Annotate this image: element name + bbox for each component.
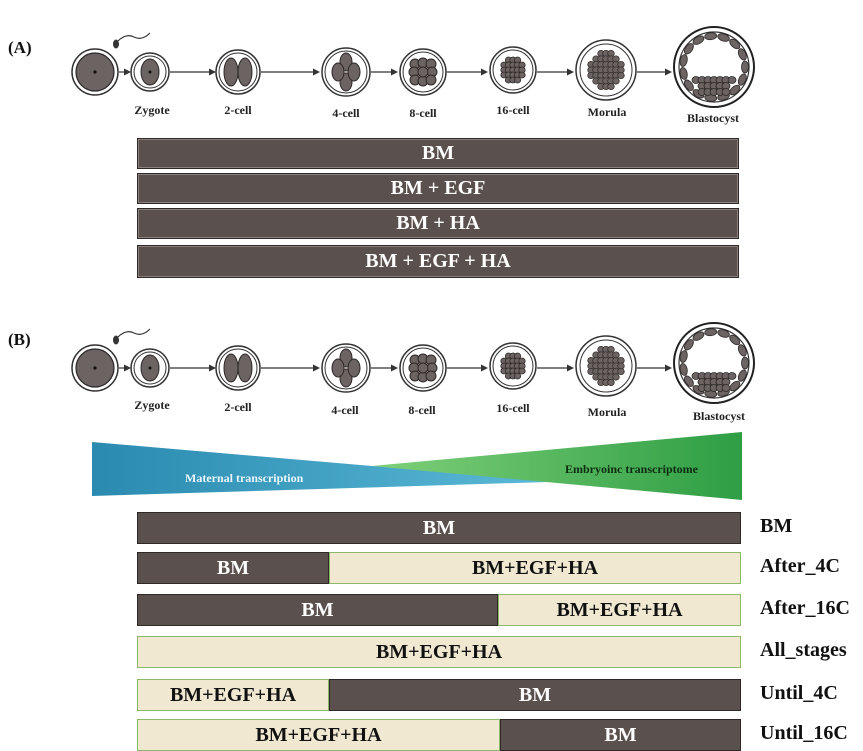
- schedule-segment-after-4c-0: BM: [137, 552, 329, 584]
- schedule-segment-after-4c-1: BM+EGF+HA: [329, 552, 741, 584]
- schedule-segment-all-stages-0: BM+EGF+HA: [137, 636, 741, 668]
- arrow-icon: [371, 68, 398, 76]
- stage-label-blastocyst-b: Blastocyst: [693, 409, 745, 423]
- four-cell-icon: [321, 47, 371, 97]
- schedule-row-label: After_16C: [760, 597, 850, 619]
- schedule-segment-after-16c-1: BM+EGF+HA: [498, 594, 741, 626]
- stage-label-4cell-a: 4-cell: [332, 106, 360, 120]
- sixteen-cell-icon: [489, 46, 537, 94]
- sixteen-cell-icon: [489, 342, 537, 390]
- four-cell-icon: [321, 343, 371, 393]
- embryonic-transcriptome-label: Embryoinc transcriptome: [565, 462, 698, 476]
- schedule-segment-until-16c-1: BM: [500, 719, 741, 751]
- maternal-transcription-label: Maternal transcription: [185, 471, 304, 485]
- arrow-icon: [261, 68, 320, 76]
- arrow-icon: [261, 364, 320, 372]
- panel-a-label: (A): [8, 38, 32, 57]
- arrow-icon: [170, 68, 216, 76]
- arrow-icon: [637, 68, 672, 76]
- arrow-icon: [119, 68, 131, 76]
- medium-bar-bm-egf: BM + EGF: [137, 173, 739, 204]
- stage-label-morula-a: Morula: [587, 105, 627, 119]
- stage-label-4cell-b: 4-cell: [331, 403, 359, 417]
- medium-bar-bm-ha: BM + HA: [137, 208, 739, 239]
- panel-b-embryo-diagram: [71, 322, 755, 404]
- stage-label-16cell-a: 16-cell: [496, 103, 530, 117]
- medium-bar-bm-egf-ha: BM + EGF + HA: [137, 245, 739, 278]
- arrow-icon: [119, 364, 131, 372]
- stage-label-16cell-b: 16-cell: [496, 401, 530, 415]
- stage-label-blastocyst-a: Blastocyst: [687, 111, 739, 125]
- arrow-icon: [537, 68, 574, 76]
- schedule-segment-until-4c-0: BM+EGF+HA: [137, 679, 329, 711]
- schedule-row-label: All_stages: [760, 639, 847, 661]
- medium-bar-bm: BM: [137, 138, 739, 169]
- schedule-row-label: After_4C: [760, 555, 840, 577]
- oocyte-icon: [71, 328, 151, 392]
- schedule-row-label: Until_4C: [760, 682, 838, 704]
- morula-icon: [575, 335, 637, 397]
- zygote-icon: [130, 348, 170, 388]
- blastocyst-icon: [673, 322, 755, 404]
- eight-cell-icon: [399, 344, 447, 392]
- stage-label-zygote-b: Zygote: [134, 398, 170, 412]
- stage-label-8cell-b: 8-cell: [408, 403, 436, 417]
- panel-a-embryo-diagram: [71, 26, 755, 108]
- stage-label-8cell-a: 8-cell: [409, 106, 437, 120]
- schedule-segment-until-16c-0: BM+EGF+HA: [137, 719, 500, 751]
- stage-label-2cell-a: 2-cell: [224, 103, 252, 117]
- arrow-icon: [537, 364, 574, 372]
- stage-label-zygote-a: Zygote: [134, 103, 170, 117]
- eight-cell-icon: [399, 48, 447, 96]
- arrow-icon: [371, 364, 398, 372]
- embryonic-transcriptome-wedge-visible: [372, 432, 742, 500]
- panel-b-label: (B): [8, 330, 31, 349]
- arrow-icon: [447, 68, 488, 76]
- arrow-icon: [637, 364, 672, 372]
- stage-label-2cell-b: 2-cell: [224, 400, 252, 414]
- schedule-row-label: Until_16C: [760, 722, 848, 744]
- morula-icon: [575, 39, 637, 101]
- stage-label-morula-b: Morula: [587, 405, 627, 419]
- blastocyst-icon: [673, 26, 755, 108]
- oocyte-icon: [71, 32, 151, 96]
- arrow-icon: [170, 364, 216, 372]
- schedule-row-label: BM: [760, 515, 793, 537]
- schedule-segment-bm-0: BM: [137, 512, 741, 544]
- arrow-icon: [447, 364, 488, 372]
- two-cell-icon: [215, 345, 261, 391]
- schedule-segment-after-16c-0: BM: [137, 594, 498, 626]
- schedule-segment-until-4c-1: BM: [329, 679, 741, 711]
